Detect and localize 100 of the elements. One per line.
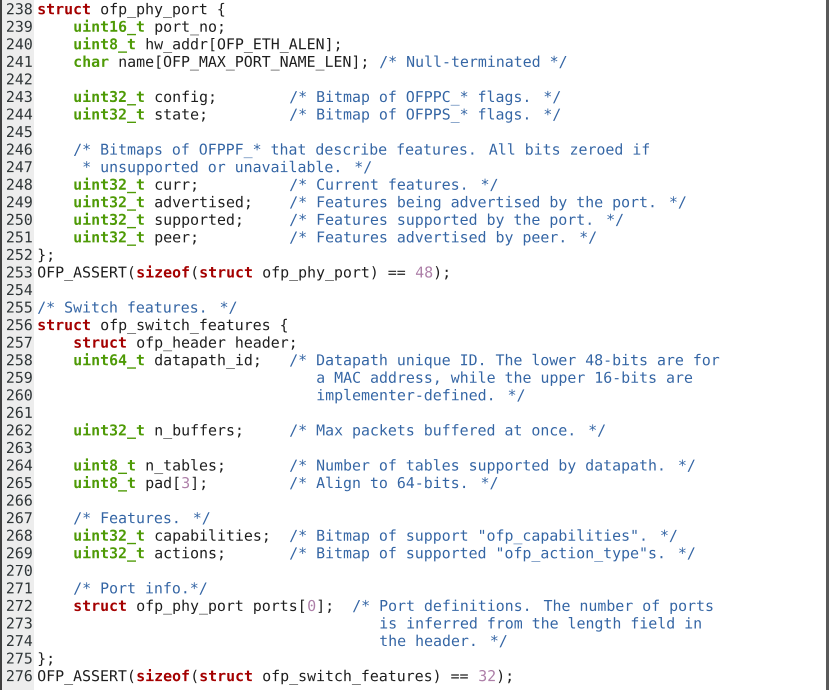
code-comment: /* Null-terminated */	[380, 55, 566, 68]
type-name: uint16_t	[74, 20, 144, 36]
line-number: 247	[7, 161, 32, 172]
code-comment: /* Features. */	[74, 512, 210, 525]
line-number: 255	[7, 302, 32, 313]
code-text: advertised;	[155, 196, 250, 210]
code-text: n_buffers;	[156, 424, 240, 439]
type-name: uint32_t	[74, 195, 144, 211]
code-text: ];	[192, 476, 205, 490]
code-text: ofp_header header;	[137, 336, 294, 352]
type-name: char	[74, 56, 108, 68]
code-comment: a MAC address, while the upper 16-bits are	[317, 371, 692, 386]
line-number: 269	[7, 547, 32, 558]
code-keyword: sizeof	[137, 265, 189, 278]
code-comment: the header. */	[380, 634, 507, 648]
code-text: actions;	[155, 546, 222, 560]
code-comment: /* Datapath unique ID. The lower 48-bits are for	[290, 354, 720, 368]
code-comment: /* Port definitions. The number of ports	[352, 600, 712, 614]
code-text: };	[38, 248, 52, 262]
code-text: OFP_ASSERT(	[38, 670, 134, 685]
code-comment: /* Align to 64-bits. */	[290, 476, 498, 492]
line-number: 244	[7, 108, 32, 120]
code-text: port_no;	[156, 21, 222, 36]
line-number: 246	[7, 144, 32, 155]
code-keyword: struct	[200, 267, 252, 278]
type-name: uint32_t	[74, 230, 144, 246]
code-text: curr;	[156, 181, 196, 192]
type-name: uint32_t	[74, 178, 144, 194]
type-name: uint32_t	[74, 528, 144, 544]
line-number: 248	[7, 178, 32, 190]
code-keyword: struct	[38, 4, 90, 14]
code-comment: /* Port info.*/	[74, 582, 207, 595]
line-number: 254	[7, 284, 32, 296]
code-text: capabilities;	[156, 529, 268, 544]
line-number: 273	[7, 617, 32, 629]
code-comment: /* Bitmaps of OFPPF_* that describe features. All bits zeroed if	[74, 143, 650, 158]
code-comment: /* Bitmap of OFPPS_* flags. */	[290, 108, 560, 124]
line-number: 239	[7, 20, 32, 32]
line-number: 256	[7, 319, 32, 330]
type-name: uint64_t	[74, 353, 144, 369]
code-keyword: struct	[74, 600, 126, 612]
line-number: 265	[7, 477, 32, 488]
line-number: 259	[7, 372, 32, 383]
code-text: config;	[156, 90, 214, 106]
line-number: 240	[7, 38, 32, 50]
code-text: pad[	[146, 476, 179, 492]
code-text: );	[498, 670, 511, 684]
code-text: peer;	[156, 234, 196, 246]
type-name: uint8_t	[74, 476, 135, 492]
line-number: 243	[7, 90, 32, 102]
line-number: 257	[7, 336, 32, 348]
code-text: (	[193, 670, 197, 684]
code-comment: /* Features being advertised by the port. */	[290, 196, 686, 210]
line-number: 260	[7, 389, 32, 400]
code-comment: implementer-defined. */	[318, 388, 524, 404]
number-literal: 0	[308, 600, 316, 612]
line-number: 245	[7, 126, 32, 138]
code-keyword: struct	[74, 337, 126, 348]
line-number: 263	[7, 442, 32, 454]
code-comment: /* Max packets buffered at once. */	[290, 424, 606, 438]
line-number: 252	[7, 248, 32, 260]
line-number: 268	[7, 530, 32, 541]
line-number: 238	[7, 3, 32, 14]
line-number: 261	[7, 406, 32, 418]
code-text: hw_addr[OFP_ETH_ALEN];	[146, 38, 340, 53]
type-name: uint32_t	[74, 212, 144, 228]
type-name: uint32_t	[74, 423, 144, 439]
code-comment: /* Features supported by the port. */	[290, 213, 623, 228]
code-text: state;	[156, 109, 205, 122]
code-text: n_tables;	[146, 459, 222, 474]
code-keyword: sizeof	[137, 669, 189, 682]
line-number: 249	[7, 196, 32, 208]
line-number: 253	[7, 266, 32, 278]
line-number: 242	[7, 73, 32, 84]
line-number: 274	[7, 634, 32, 646]
type-name: uint8_t	[74, 37, 135, 53]
code-text: ofp_phy_port {	[101, 2, 224, 18]
type-name: uint32_t	[74, 107, 144, 124]
number-literal: 32	[479, 670, 495, 682]
code-text: name[OFP_MAX_PORT_NAME_LEN];	[120, 56, 366, 70]
code-text: ofp_phy_port) ==	[263, 266, 406, 281]
code-comment: /* Bitmap of support "ofp_capabilities". */	[290, 529, 677, 544]
type-name: uint32_t	[74, 90, 144, 106]
code-text: ofp_switch_features {	[101, 318, 287, 334]
type-name: uint32_t	[74, 546, 144, 562]
line-number: 241	[7, 56, 32, 67]
line-number: 264	[7, 459, 32, 471]
code-comment: is inferred from the length field in	[380, 617, 701, 632]
code-comment: /* Current features. */	[290, 178, 498, 192]
number-literal: 48	[416, 266, 432, 278]
code-text: supported;	[156, 213, 240, 228]
code-comment: /* Number of tables supported by datapath. */	[290, 459, 695, 474]
code-keyword: struct	[200, 670, 252, 682]
code-comment: * unsupported or unavailable. */	[83, 160, 372, 176]
line-number: 266	[7, 494, 32, 506]
code-text: ];	[318, 600, 331, 613]
line-number: 276	[7, 670, 32, 682]
code-text: (	[193, 266, 197, 280]
code-text: datapath_id;	[155, 354, 258, 369]
line-number: 267	[7, 512, 32, 524]
